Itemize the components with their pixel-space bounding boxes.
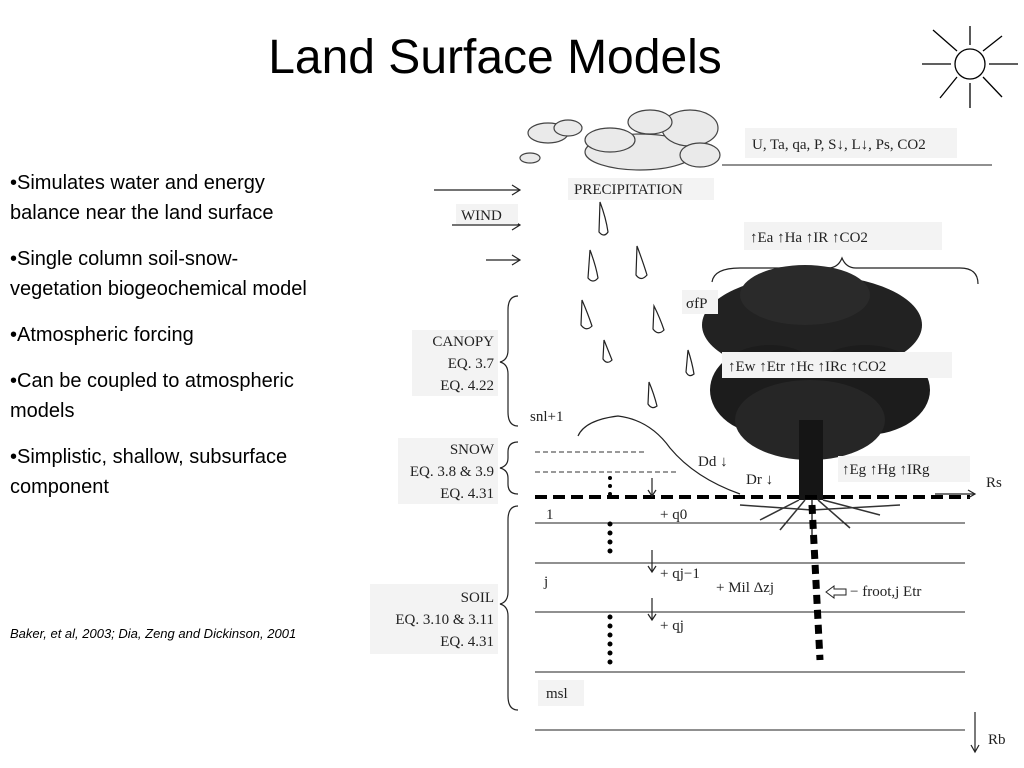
sun-icon (922, 26, 1018, 108)
wind-arrows (434, 184, 522, 266)
layer-1-label: 1 (546, 507, 554, 523)
layer-j-label: j (543, 574, 548, 590)
root-uptake-arrow (825, 585, 847, 599)
wind-box (456, 204, 518, 224)
msl-box (538, 680, 584, 706)
tree-icon (702, 265, 930, 540)
q0-label: + q0 (660, 507, 687, 523)
drainage-arrow (970, 712, 980, 754)
bullet-single-column: •Single column soil-snow-vegetation biog… (10, 248, 307, 300)
forcing-box (745, 128, 957, 158)
snow-eq2: EQ. 4.31 (440, 486, 494, 502)
snow-label-box (398, 438, 498, 504)
rs-label: Rs (986, 475, 1002, 491)
canopy-eq1: EQ. 3.7 (448, 356, 495, 372)
bullet-list: •Simulates water and energy balance near… (10, 168, 320, 518)
soil-label-box (370, 584, 498, 654)
canopy-eq2: EQ. 4.22 (440, 378, 494, 394)
canopy-fluxes-label: ↑Ew ↑Etr ↑Hc ↑IRc ↑CO2 (728, 359, 886, 375)
ground-fluxes-label: ↑Eg ↑Hg ↑IRg (842, 462, 930, 478)
snow-label: SNOW (450, 442, 495, 458)
canopy-label: CANOPY (432, 334, 494, 350)
bullet-water-energy: •Simulates water and energy balance near… (10, 172, 274, 224)
snow-surface (577, 415, 741, 495)
dd-label: Dd ↓ (698, 454, 728, 470)
soil-label: SOIL (461, 590, 494, 606)
atm-flux-box (744, 222, 942, 250)
forcing-label: U, Ta, qa, P, S↓, L↓, Ps, CO2 (752, 137, 926, 153)
slide-title: Land Surface Models (268, 31, 722, 84)
runoff-arrow (935, 489, 977, 499)
msl-label: msl (546, 686, 568, 702)
sigma-box (682, 290, 718, 314)
dr-label: Dr ↓ (746, 472, 773, 488)
citation: Baker, et al, 2003; Dia, Zeng and Dickin… (10, 626, 297, 641)
canopy-flux-box (722, 352, 952, 378)
raindrop-icons (580, 201, 695, 409)
qj1-label: + qj−1 (660, 566, 700, 582)
snow-brace (499, 441, 519, 495)
rb-label: Rb (988, 732, 1006, 748)
cloud-icon (519, 109, 721, 171)
wind-label: WIND (461, 208, 502, 224)
bullet-subsurface: •Simplistic, shallow, subsurface compone… (10, 446, 288, 498)
canopy-brace (499, 295, 519, 427)
root-uptake-label: − froot,j Etr (850, 584, 921, 600)
canopy-label-box (412, 330, 498, 396)
water-flux-arrows (647, 478, 657, 622)
precipitation-label: PRECIPITATION (574, 182, 683, 198)
snow-eq1: EQ. 3.8 & 3.9 (410, 464, 494, 480)
soil-eq2: EQ. 4.31 (440, 634, 494, 650)
atmosphere-fluxes-label: ↑Ea ↑Ha ↑IR ↑CO2 (750, 230, 868, 246)
root-line (808, 504, 824, 661)
sigma-p-label: σfP (686, 296, 707, 312)
bullet-coupled: •Can be coupled to atmospheric models (10, 370, 294, 422)
mass-label: + Mil Δzj (716, 580, 774, 596)
soil-layer-lines (535, 522, 965, 731)
snl-label: snl+1 (530, 409, 563, 425)
soil-brace (499, 505, 519, 711)
canopy-flux-brace (711, 256, 979, 285)
qj-label: + qj (660, 618, 684, 634)
ground-flux-box (838, 456, 970, 482)
bullet-atmospheric-forcing: •Atmospheric forcing (10, 324, 194, 346)
precip-box (568, 178, 714, 200)
layer-dots (607, 476, 613, 665)
soil-eq1: EQ. 3.10 & 3.11 (395, 612, 494, 628)
